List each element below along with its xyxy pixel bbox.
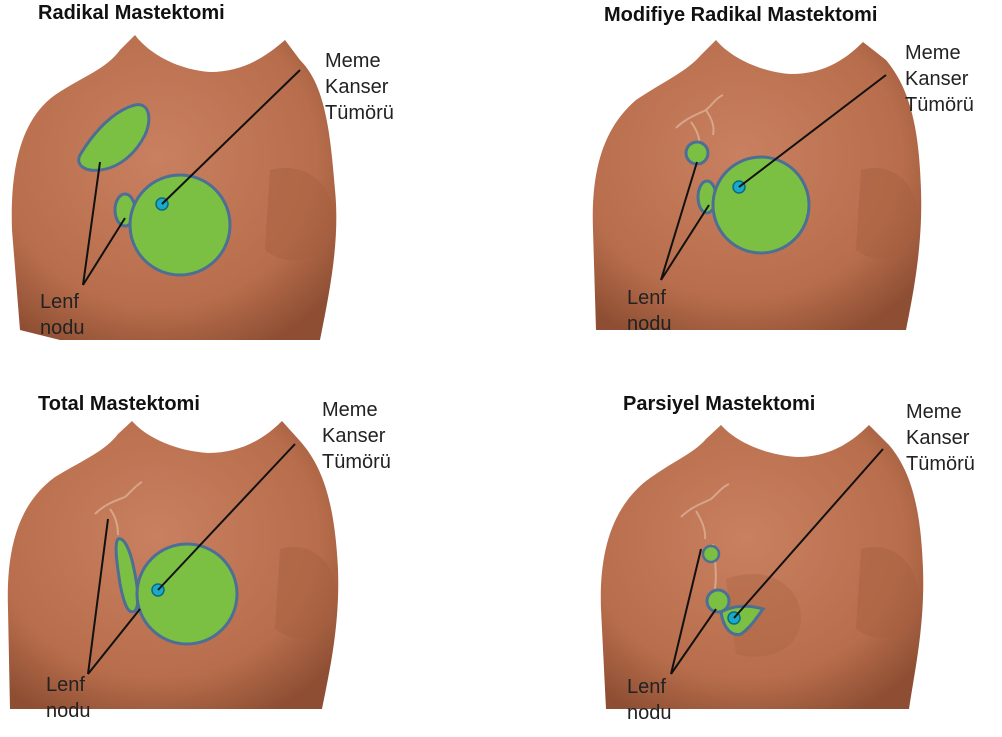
- tumor-label: Meme Kanser Tümörü: [906, 399, 975, 477]
- panel-partial-mastectomy: Parsiyel Mastektomi Meme Kanser Tümörü L…: [501, 369, 1002, 737]
- panel-total-mastectomy: Total Mastektomi Meme Kanser Tümörü Lenf…: [0, 369, 501, 737]
- panel-radical-mastectomy: Radikal Mastektomi Meme Kanser Tümörü Le…: [0, 0, 501, 368]
- lymph-node-label: Lenf nodu: [627, 285, 672, 337]
- excision-area: [130, 175, 230, 275]
- lymph-node: [686, 142, 708, 164]
- lymph-node: [703, 546, 719, 562]
- panel-title: Parsiyel Mastektomi: [623, 393, 815, 416]
- lymph-node-label: Lenf nodu: [40, 289, 85, 341]
- panel-title: Radikal Mastektomi: [38, 2, 225, 25]
- panel-title: Modifiye Radikal Mastektomi: [604, 4, 877, 27]
- panel-modified-radical-mastectomy: Modifiye Radikal Mastektomi Meme Kanser …: [501, 0, 1002, 368]
- lymph-node-label: Lenf nodu: [46, 672, 91, 724]
- lymph-node-label: Lenf nodu: [627, 674, 672, 726]
- tumor-label: Meme Kanser Tümörü: [905, 40, 974, 118]
- panel-title: Total Mastektomi: [38, 393, 200, 416]
- tumor-label: Meme Kanser Tümörü: [322, 397, 391, 475]
- tumor-label: Meme Kanser Tümörü: [325, 48, 394, 126]
